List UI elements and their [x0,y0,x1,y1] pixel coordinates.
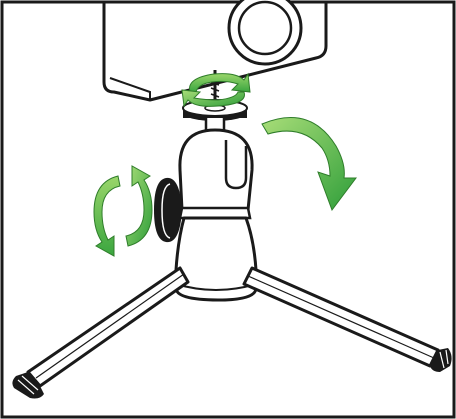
rotate-arrow-icon-left [93,165,153,257]
tripod-leg-icon [12,266,452,399]
ball-head-icon [154,128,258,302]
rotate-arrow-icon [181,72,251,108]
tilt-arrow-icon [261,117,357,212]
camera-body-icon [102,0,328,102]
